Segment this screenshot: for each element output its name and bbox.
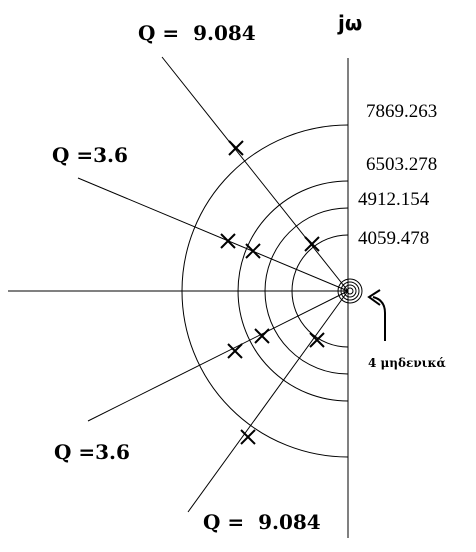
q-label-top: Q = 9.084 xyxy=(138,21,256,45)
q-label-upper-left: Q =3.6 xyxy=(52,143,128,167)
pole-marker xyxy=(254,328,270,344)
arrow-head xyxy=(367,289,381,306)
q-label-lower-left: Q =3.6 xyxy=(54,440,130,464)
radius-label-7869: 7869.263 xyxy=(366,101,437,122)
imaginary-axis-label: jω xyxy=(337,11,362,35)
radius-label-6503: 6503.278 xyxy=(366,154,437,175)
pole-marker xyxy=(304,236,320,252)
pole-marker xyxy=(220,233,236,249)
q-label-bottom: Q = 9.084 xyxy=(203,510,321,534)
zero-circle xyxy=(343,284,357,298)
zero-circle xyxy=(340,281,360,301)
pole-marker xyxy=(228,140,244,156)
q-line-upper-left xyxy=(77,177,349,292)
zeros-label: 4 μηδενικά xyxy=(368,356,446,370)
q-line-top xyxy=(161,56,349,292)
q-line-lower-left xyxy=(87,290,349,422)
zero-circle xyxy=(337,278,363,304)
q-line-bottom xyxy=(187,290,349,513)
pole-marker xyxy=(309,332,325,348)
radius-label-4912: 4912.154 xyxy=(358,189,430,210)
circle-6503 xyxy=(237,180,349,402)
circle-7869 xyxy=(181,124,349,458)
pole-marks xyxy=(220,140,325,445)
pole-marker xyxy=(240,429,256,445)
arrow-shaft xyxy=(372,296,386,341)
pole-marker xyxy=(245,243,261,259)
pole-marker xyxy=(227,343,243,359)
zero-circle xyxy=(346,287,354,295)
radius-label-4059: 4059.478 xyxy=(358,228,429,249)
zeros-origin xyxy=(337,278,363,304)
circle-4912 xyxy=(264,207,349,375)
zeros-arrow xyxy=(367,289,386,341)
circle-4059 xyxy=(291,234,349,348)
